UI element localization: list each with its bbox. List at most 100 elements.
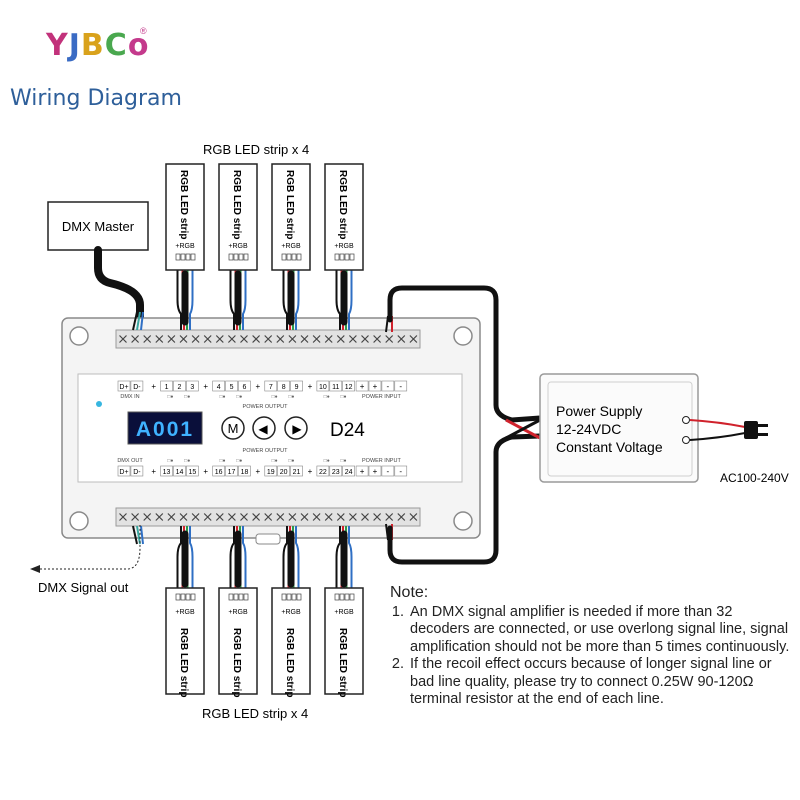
plus-pin-label: + [203,467,208,476]
strip-pin [175,253,181,261]
pin-box [160,465,173,477]
pin-box [186,465,199,477]
pin-box [368,380,382,392]
dmx-pin-label: D- [133,384,141,391]
power-cable-bottom [387,433,543,565]
terminal-screw [167,513,176,521]
channel-label: 3 [190,384,194,391]
terminal-screw [312,513,321,521]
terminal-screw [300,335,309,343]
right-arrow-icon: ▶ [292,422,302,436]
channel-label: 18 [241,469,249,476]
channel-label: 21 [293,469,301,476]
strip-pin-label: +RGB [281,243,301,250]
strip-wire [348,526,353,588]
logo-letter: B [80,28,105,63]
strip-body [165,163,205,271]
dmx-pin-label: D- [133,469,141,476]
channel-label: 9 [295,384,299,391]
left-button[interactable]: ◀ [252,416,276,440]
pin-box [355,380,369,392]
pin-box [238,465,251,477]
group-marker: □● [288,458,294,464]
terminal-screw [373,335,382,343]
power-pin-label: - [399,382,402,391]
pin-box [264,380,278,392]
channel-label: 19 [267,469,275,476]
logo-letter: Y [46,28,69,63]
terminal-screw [179,513,188,521]
group-marker: □● [220,394,226,400]
channel-label: 17 [228,469,236,476]
power-pin-label: + [373,382,378,391]
left-arrow-icon: ◀ [258,422,268,436]
note-item-2: If the recoil effect occurs because of l… [408,656,790,709]
ac-plug-icon [744,421,768,439]
pin-box [160,380,173,392]
page-title: Wiring Diagram [10,86,182,111]
rgb-strip: RGB LED strip+RGB [324,163,364,271]
dmx-master-box: DMX Master [47,201,149,251]
terminal-screw [288,513,297,521]
strip-body [165,587,205,695]
strip-pin-label: +RGB [175,609,195,616]
strip-label: RGB LED strip [231,170,242,239]
power-pin-label: - [387,382,390,391]
strip-wire [348,270,353,330]
strip-wire [176,270,182,330]
power-output-label: POWER OUTPUT [243,448,289,454]
terminal-screw [215,513,224,521]
rgb-strip: RGB LED strip+RGB [324,587,364,697]
channel-label: 4 [217,384,221,391]
channel-label: 1 [165,384,169,391]
strip-pin [180,253,186,261]
device-model: D24 [330,420,365,441]
right-button[interactable]: ▶ [284,416,308,440]
channel-label: 22 [319,469,327,476]
power-input-label: POWER INPUT [362,458,401,464]
group-marker: □● [324,394,330,400]
pin-box [381,465,395,477]
terminal-screw [409,335,418,343]
strip-pin [296,253,302,261]
terminal-screw [119,513,127,521]
logo-letter: C [104,28,128,63]
terminal-screw [252,335,261,343]
strip-label: RGB LED strip [178,628,189,697]
terminal-screw [361,335,369,343]
strip-pin [238,593,244,601]
power-pin-label: + [360,467,365,476]
rgb-strip: RGB LED strip+RGB [218,587,258,697]
pin-box [316,380,330,392]
pin-box [316,465,330,477]
strip-pin [175,593,181,601]
strip-pin [180,593,186,601]
plus-pin-label: + [308,467,313,476]
pin-box [173,380,186,392]
strip-wiring [132,270,393,588]
channel-label: 15 [188,469,196,476]
strip-wire [282,526,288,588]
rgb-strip: RGB LED strip+RGB [165,163,205,271]
pin-box [394,465,408,477]
dmx-in-wire [136,311,141,331]
strip-label: RGB LED strip [284,628,295,697]
group-marker: □● [220,458,226,464]
dmx-pin-label: D+ [119,469,128,476]
channel-label: 23 [332,469,340,476]
group-marker: □● [167,394,173,400]
bottom-terminal-block [119,513,418,521]
psu-line-2: 12-24VDC [556,421,621,437]
mode-button[interactable]: M [221,416,245,440]
strip-pin [185,593,191,601]
rgb-strip: RGB LED strip+RGB [271,163,311,271]
psu-line-1: Power Supply [556,403,642,419]
strip-pin-label: +RGB [334,609,354,616]
group-marker: □● [324,458,330,464]
pin-box [117,465,131,477]
pin-box [290,465,303,477]
terminal-screw [361,513,369,521]
pin-box [225,380,238,392]
